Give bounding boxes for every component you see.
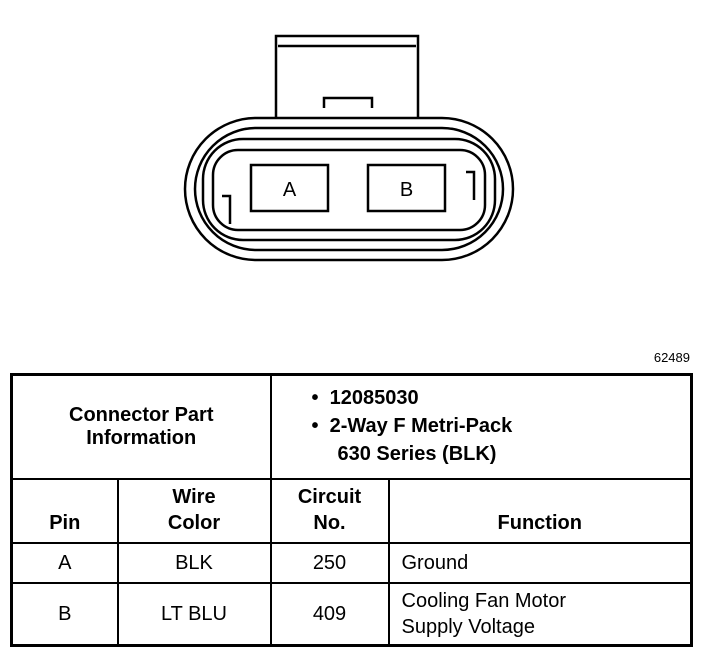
pin-cavity-b — [366, 163, 447, 213]
pin-label-a: A — [283, 179, 297, 201]
column-header-function: Function — [387, 477, 693, 545]
function-line1: Cooling Fan Motor — [401, 590, 567, 613]
pin-cell: B — [10, 582, 119, 647]
column-header-wire-line1: Wire — [172, 486, 216, 509]
connector-info-table: Connector Part Information • 12085030 • … — [10, 373, 694, 647]
column-header-pin: Pin — [10, 477, 119, 545]
column-header-wire-color: Wire Color — [116, 477, 272, 545]
function-line1: Ground — [401, 552, 469, 575]
wire-color-cell: LT BLU — [116, 582, 272, 647]
locking-tab — [274, 34, 420, 118]
connector-inner-shell — [201, 137, 497, 242]
column-header-function-label: Function — [497, 512, 582, 535]
description-line2: 630 Series (BLK) — [337, 443, 497, 465]
function-cell: Ground — [387, 542, 693, 585]
column-header-circuit: Circuit No. — [269, 477, 390, 545]
circuit-cell: 250 — [269, 542, 390, 585]
part-info-heading: Connector Part Information — [10, 373, 272, 480]
connector-face-diagram: A B — [183, 34, 515, 262]
part-number: 12085030 — [329, 387, 419, 409]
bullet-icon: • — [311, 387, 319, 409]
locking-tab-latch — [322, 96, 374, 108]
pin-cavity-a — [249, 163, 330, 213]
part-number-item: • 12085030 — [312, 384, 691, 412]
part-info-row: Connector Part Information • 12085030 • … — [10, 373, 693, 480]
function-line2: Supply Voltage — [401, 616, 535, 639]
column-header-row: Pin Wire Color Circuit No. Function — [10, 477, 693, 545]
part-info-details: • 12085030 • 2-Way F Metri-Pack 630 Seri… — [269, 373, 693, 480]
part-info-heading-line2: Information — [86, 426, 197, 449]
table-row: B LT BLU 409 Cooling Fan Motor Supply Vo… — [10, 582, 693, 647]
table-row: A BLK 250 Ground — [10, 542, 693, 585]
column-header-wire-line2: Color — [167, 512, 221, 535]
pin-label-b: B — [400, 179, 413, 201]
column-header-circuit-line1: Circuit — [297, 486, 362, 509]
description-item: • 2-Way F Metri-Pack — [312, 412, 691, 440]
connector-middle-shell — [193, 126, 505, 252]
circuit-cell: 409 — [269, 582, 390, 647]
column-header-circuit-line2: No. — [313, 512, 346, 535]
column-header-pin-label: Pin — [49, 512, 81, 535]
part-info-heading-line1: Connector Part — [69, 403, 214, 426]
keying-mark-right — [466, 170, 476, 200]
figure-id: 62489 — [653, 350, 690, 365]
wire-color-cell: BLK — [116, 542, 272, 585]
description-line1: 2-Way F Metri-Pack — [329, 415, 513, 437]
keying-mark-left — [222, 194, 232, 224]
connector-cavity-wall — [211, 148, 487, 232]
function-cell: Cooling Fan Motor Supply Voltage — [387, 582, 693, 647]
connector-outer-shell — [183, 116, 515, 262]
pin-cell: A — [10, 542, 119, 585]
bullet-icon: • — [311, 415, 319, 437]
